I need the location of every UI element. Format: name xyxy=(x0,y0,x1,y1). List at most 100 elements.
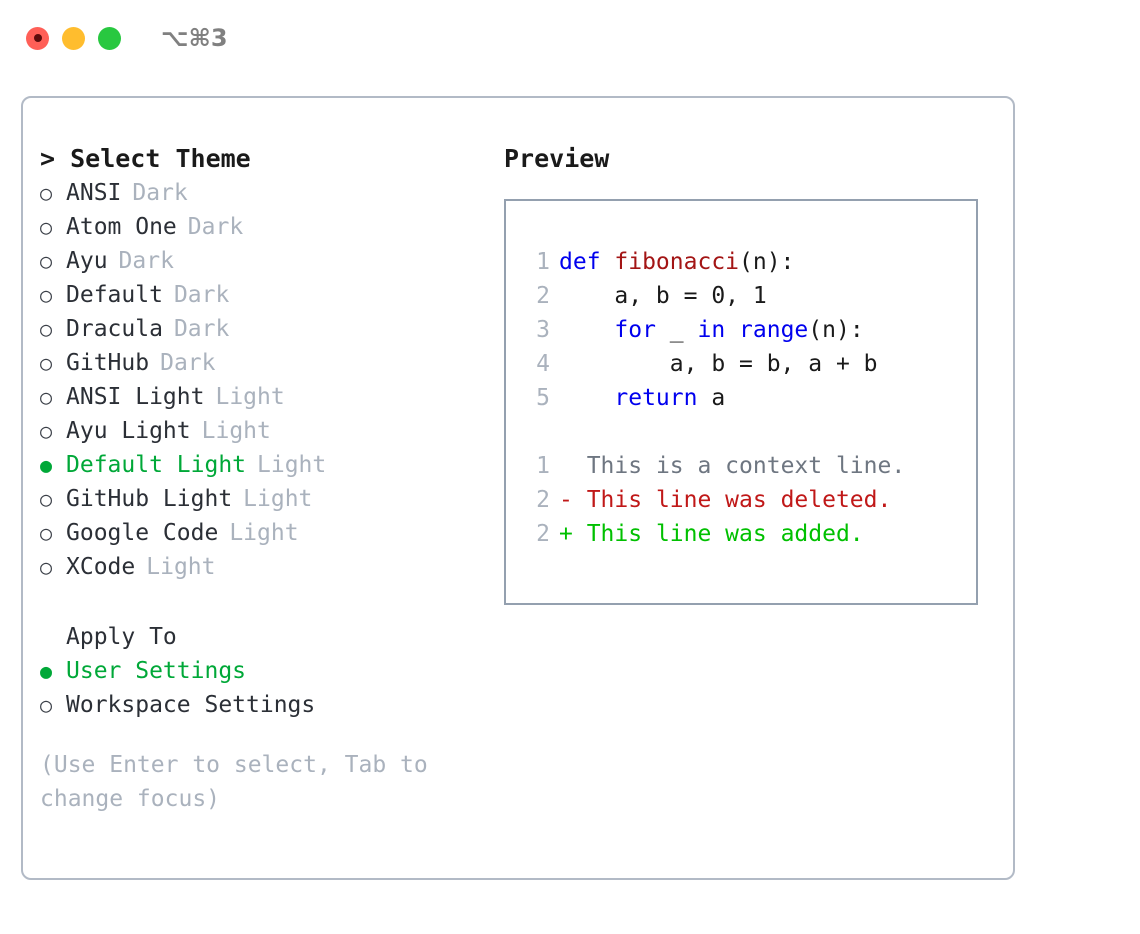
diff-marker: + xyxy=(559,521,573,547)
theme-variant-badge: Light xyxy=(215,384,285,410)
minimize-button-icon[interactable] xyxy=(62,26,85,50)
theme-variant-badge: Light xyxy=(257,452,327,478)
theme-name-label: Dracula xyxy=(66,316,163,342)
close-button-icon[interactable] xyxy=(26,26,49,50)
theme-list-item[interactable]: ○ Google Code Light xyxy=(40,516,493,550)
theme-name-label: Ayu Light xyxy=(66,418,191,444)
preview-heading: Preview xyxy=(504,144,610,173)
theme-name-label: Ayu xyxy=(66,248,108,274)
theme-list-item[interactable]: ○ Default Dark xyxy=(40,278,493,312)
apply-to-option[interactable]: ●User Settings xyxy=(40,654,493,688)
theme-variant-badge: Light xyxy=(229,520,299,546)
code-token xyxy=(559,317,614,343)
code-token: range xyxy=(739,317,809,343)
radio-unselected-icon: ○ xyxy=(40,487,53,511)
theme-list-item[interactable]: ○ ANSI Light Light xyxy=(40,380,493,414)
code-token: (n): xyxy=(808,317,864,343)
code-token xyxy=(559,385,614,411)
code-text: a, b = b, a + b xyxy=(559,347,878,381)
radio-unselected-icon: ○ xyxy=(40,693,53,717)
theme-variant-badge: Dark xyxy=(132,180,188,206)
radio-unselected-icon: ○ xyxy=(40,249,53,273)
diff-marker xyxy=(559,449,573,483)
apply-to-list[interactable]: ●User Settings ○ Workspace Settings xyxy=(40,654,493,722)
window-controls xyxy=(26,26,121,50)
theme-variant-badge: Light xyxy=(243,486,313,512)
theme-variant-badge: Dark xyxy=(173,282,230,308)
radio-unselected-icon: ○ xyxy=(40,385,53,409)
line-number: 3 xyxy=(536,317,550,343)
theme-name-label: Atom One xyxy=(66,214,177,240)
zoom-button-icon[interactable] xyxy=(98,26,121,50)
apply-to-label: Workspace Settings xyxy=(66,692,316,718)
line-number: 2 xyxy=(536,283,550,309)
code-line: 1 def fibonacci(n): xyxy=(522,245,976,279)
apply-to-option[interactable]: ○ Workspace Settings xyxy=(40,688,493,722)
theme-list-item[interactable]: ○ Atom One Dark xyxy=(40,210,493,244)
line-number: 5 xyxy=(536,385,550,411)
code-token: a xyxy=(697,385,726,411)
diff-line: 1 This is a context line. xyxy=(522,449,976,483)
theme-variant-badge: Light xyxy=(146,554,216,580)
radio-unselected-icon: ○ xyxy=(40,283,53,307)
code-token: in xyxy=(697,317,726,343)
theme-list-item[interactable]: ○ Ayu Dark xyxy=(40,244,493,278)
code-text: a, b = 0, 1 xyxy=(559,279,766,313)
apply-to-label: User Settings xyxy=(66,658,247,684)
line-number: 1 xyxy=(536,249,550,275)
diff-text: This line was added. xyxy=(572,521,864,547)
code-token: a, b = b, a + b xyxy=(559,351,878,377)
diff-text: This is a context line. xyxy=(572,453,906,479)
code-token xyxy=(725,317,739,343)
code-line: 5 return a xyxy=(522,381,976,415)
code-line: 3 for _ in range(n): xyxy=(522,313,976,347)
radio-unselected-icon: ○ xyxy=(40,351,53,375)
radio-unselected-icon: ○ xyxy=(40,215,53,239)
code-text: for _ in range(n): xyxy=(559,313,864,347)
code-token: return xyxy=(614,385,698,411)
theme-list-item[interactable]: ○ XCode Light xyxy=(40,550,493,584)
theme-variant-badge: Light xyxy=(201,418,271,444)
code-token: _ xyxy=(655,317,698,343)
theme-name-label: Google Code xyxy=(66,520,219,546)
code-token: (n): xyxy=(739,249,795,275)
theme-name-label: Default xyxy=(66,282,163,308)
code-token: def xyxy=(559,249,615,275)
radio-unselected-icon: ○ xyxy=(40,555,53,579)
radio-unselected-icon: ○ xyxy=(40,521,53,545)
line-number: 1 xyxy=(536,453,550,479)
keyboard-shortcut-label: ⌥⌘3 xyxy=(161,24,228,52)
apply-to-heading: Apply To xyxy=(66,624,177,650)
theme-name-label: GitHub Light xyxy=(66,486,233,512)
theme-list-item[interactable]: ○ GitHub Light Light xyxy=(40,482,493,516)
title-bar: ⌥⌘3 xyxy=(0,0,1140,76)
code-token: for xyxy=(614,317,656,343)
diff-marker: - xyxy=(559,487,573,513)
line-number: 2 xyxy=(536,521,550,547)
code-text: def fibonacci(n): xyxy=(559,245,794,279)
keyboard-hint-text: (Use Enter to select, Tab to change focu… xyxy=(40,752,442,812)
theme-name-label: XCode xyxy=(66,554,136,580)
code-line: 2 a, b = 0, 1 xyxy=(522,279,976,313)
diff-text: This line was deleted. xyxy=(572,487,892,513)
theme-list-item[interactable]: ○ Ayu Light Light xyxy=(40,414,493,448)
diff-line: 2- This line was deleted. xyxy=(522,483,976,517)
theme-variant-badge: Dark xyxy=(118,248,174,274)
code-text: return a xyxy=(559,381,725,415)
radio-unselected-icon: ○ xyxy=(40,181,53,205)
diff-sample: 1 This is a context line.2- This line wa… xyxy=(522,449,976,551)
radio-unselected-icon: ○ xyxy=(40,419,53,443)
theme-name-label: ANSI Light xyxy=(66,384,205,410)
theme-name-label: Default Light xyxy=(66,452,247,478)
theme-variant-badge: Dark xyxy=(187,214,244,240)
